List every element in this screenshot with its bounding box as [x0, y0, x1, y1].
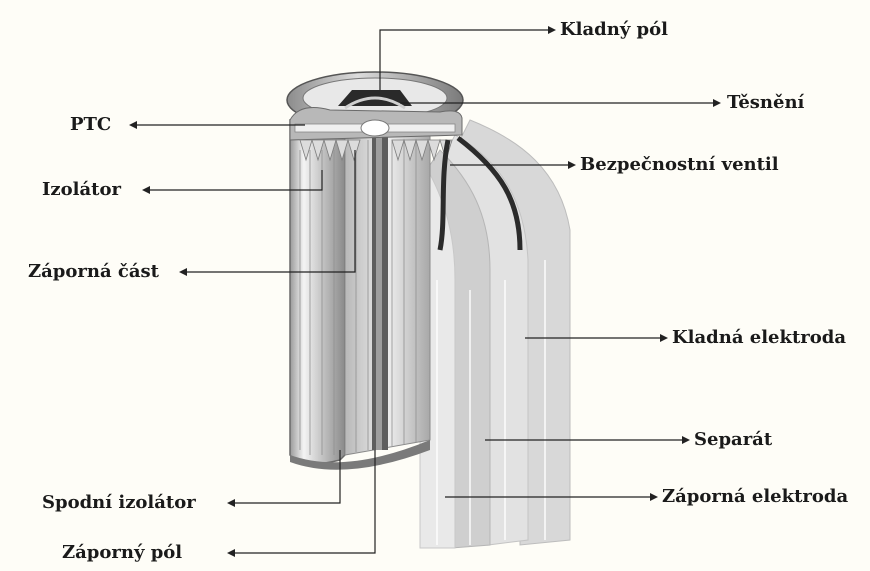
- label-ptc: PTC: [70, 115, 111, 135]
- label-bottom-insulator: Spodní izolátor: [42, 493, 196, 513]
- label-negative-terminal: Záporný pól: [62, 543, 182, 563]
- label-positive-electrode: Kladná elektroda: [672, 328, 846, 348]
- label-seal: Těsnění: [727, 93, 804, 113]
- label-negative-electrode: Záporná elektroda: [662, 487, 848, 507]
- label-negative-part: Záporná část: [28, 262, 159, 282]
- label-insulator: Izolátor: [42, 180, 121, 200]
- battery-can: [290, 120, 430, 470]
- label-safety-vent: Bezpečnostní ventil: [580, 155, 779, 175]
- label-separator: Separát: [694, 430, 772, 450]
- label-positive-terminal: Kladný pól: [560, 20, 668, 40]
